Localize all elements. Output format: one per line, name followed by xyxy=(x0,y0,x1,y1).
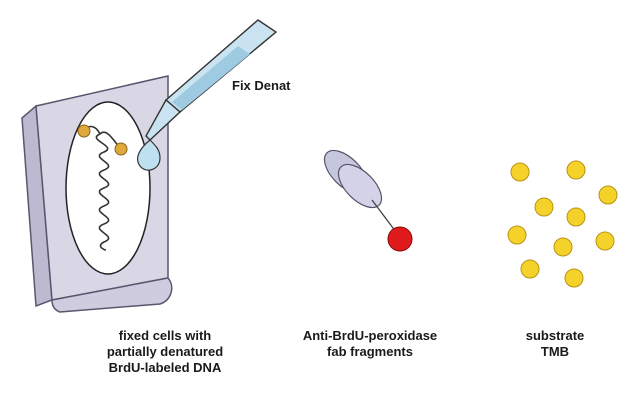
slide-curl xyxy=(51,277,173,313)
fix-denat-label: Fix Denat xyxy=(232,78,291,93)
tmb-dot xyxy=(507,225,527,245)
tmb-dot xyxy=(595,231,615,251)
fab-fragment xyxy=(323,149,413,252)
cells-caption: fixed cells with partially denatured Brd… xyxy=(80,328,250,376)
cell-outline xyxy=(65,101,151,275)
caption-line: Anti-BrdU-peroxidase xyxy=(302,328,438,343)
brdu-label-dot xyxy=(77,124,91,138)
droplet xyxy=(137,139,161,171)
tmb-dot xyxy=(534,197,554,217)
cell xyxy=(65,101,151,275)
tmb-caption: substrate TMB xyxy=(500,328,610,360)
tmb-dot xyxy=(598,185,618,205)
caption-line: partially denatured xyxy=(106,344,224,359)
caption-line: fixed cells with xyxy=(118,328,212,343)
peroxidase-icon xyxy=(387,226,413,252)
fab-lobe-front xyxy=(337,163,383,209)
pipette xyxy=(137,19,278,171)
tmb-dot xyxy=(566,160,586,180)
caption-line: substrate xyxy=(525,328,585,343)
caption-line: BrdU-labeled DNA xyxy=(108,360,222,375)
fab-linker xyxy=(371,199,397,233)
fab-caption: Anti-BrdU-peroxidase fab fragments xyxy=(270,328,470,360)
tmb-substrate xyxy=(507,160,618,288)
brdu-label-dot xyxy=(114,142,128,156)
tmb-dot xyxy=(553,237,573,257)
caption-line: fab fragments xyxy=(327,344,413,359)
dna-coil xyxy=(95,133,110,251)
caption-line: TMB xyxy=(540,344,570,359)
tmb-dot xyxy=(566,207,586,227)
tmb-dot xyxy=(510,162,530,182)
pipette-liquid xyxy=(172,46,250,110)
tmb-dot xyxy=(520,259,540,279)
tmb-dot xyxy=(564,268,584,288)
